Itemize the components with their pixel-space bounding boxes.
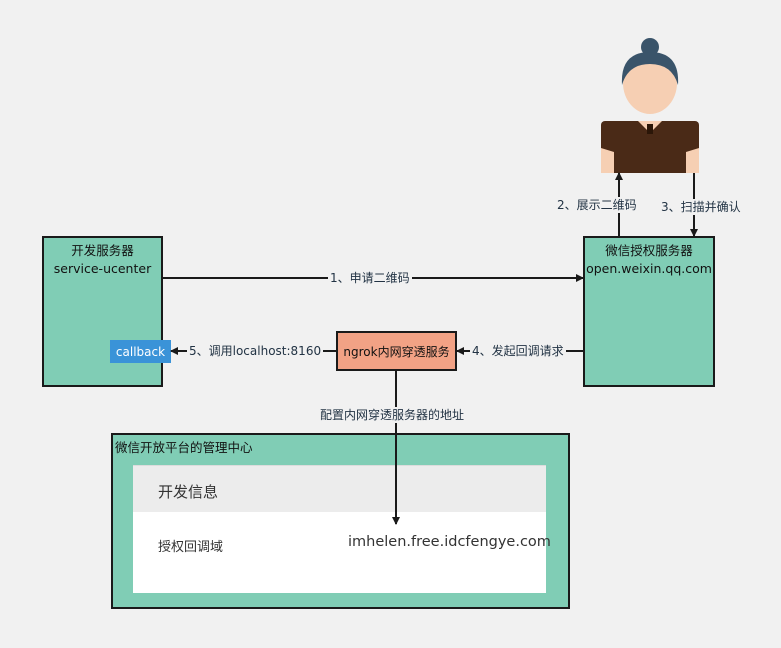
- edge-label-configure: 配置内网穿透服务器的地址: [318, 407, 467, 423]
- edge-label-show-qr: 2、展示二维码: [555, 197, 639, 213]
- wechat-platform-title: 微信开放平台的管理中心: [115, 440, 253, 455]
- dev-info-card-header: 开发信息: [133, 465, 546, 512]
- wechat-auth-server-subtitle: open.weixin.qq.com: [586, 261, 712, 276]
- dev-server-title: 开发服务器: [71, 243, 134, 258]
- dev-server-subtitle: service-ucenter: [53, 261, 152, 276]
- ngrok-node: ngrok内网穿透服务: [336, 331, 457, 371]
- edge-label-request-qr: 1、申请二维码: [328, 270, 412, 286]
- dev-info-card: 开发信息 授权回调域 imhelen.free.idcfengye.com: [133, 465, 551, 593]
- person-avatar-icon: [601, 38, 699, 173]
- edge-label-scan-confirm: 3、扫描并确认: [659, 199, 743, 215]
- callback-button[interactable]: callback: [110, 340, 171, 363]
- callback-domain-value: imhelen.free.idcfengye.com: [348, 534, 551, 550]
- wechat-auth-server-title: 微信授权服务器: [605, 243, 693, 258]
- dev-server-node: 开发服务器 service-ucenter: [42, 236, 163, 387]
- edge-label-callback-request: 4、发起回调请求: [470, 343, 566, 359]
- edge-label-call-localhost: 5、调用localhost:8160: [187, 343, 324, 359]
- wechat-auth-server-node: 微信授权服务器 open.weixin.qq.com: [583, 236, 715, 387]
- callback-domain-label: 授权回调域: [158, 540, 224, 555]
- dev-info-header-text: 开发信息: [158, 483, 219, 501]
